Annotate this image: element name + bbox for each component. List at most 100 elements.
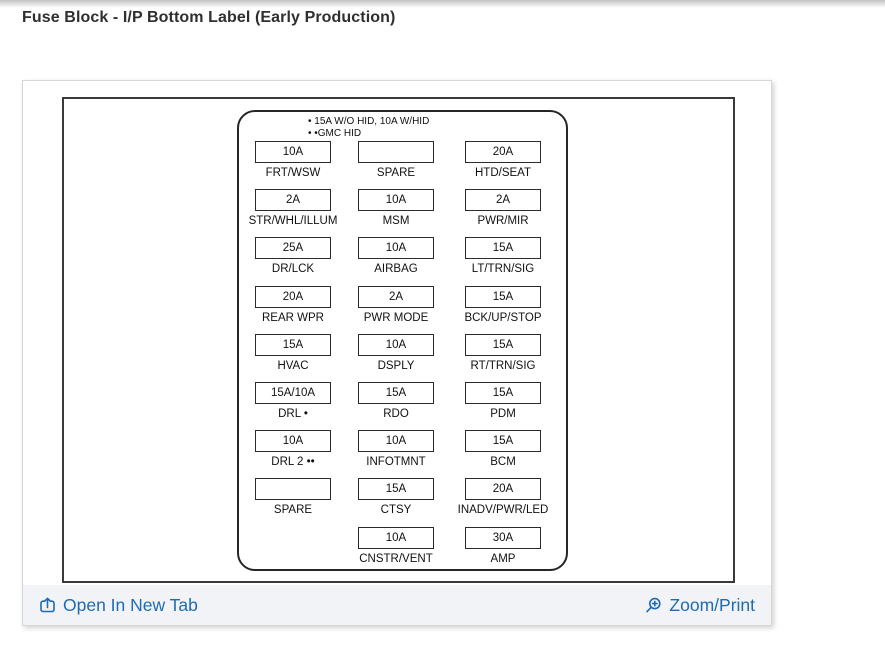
fuse-cell: 15A PDM <box>465 381 541 420</box>
fuse-box: 2A <box>465 189 541 212</box>
fuse-label: DRL 2 •• <box>271 456 315 469</box>
fuse-label: BCK/UP/STOP <box>464 311 542 324</box>
fuse-row: 10A CNSTR/VENT 30A AMP <box>239 526 566 575</box>
note-line-1: • 15A W/O HID, 10A W/HID <box>308 116 430 127</box>
fuse-cell: 15A/10A DRL • <box>255 381 331 420</box>
fuse-label: INFOTMNT <box>366 456 426 469</box>
fuse-label: CNSTR/VENT <box>359 552 433 565</box>
fuse-label: LT/TRN/SIG <box>471 263 535 276</box>
fuse-label: SPARE <box>273 504 313 517</box>
fuse-label: BCM <box>490 456 516 469</box>
fuse-block-outline: • 15A W/O HID, 10A W/HID • •GMC HID 10A F… <box>237 110 568 571</box>
fuse-label: INADV/PWR/LED <box>457 504 549 517</box>
fuse-cell: 10A DSPLY <box>358 333 434 372</box>
fuse-box: 10A <box>358 430 434 453</box>
viewer-toolbar: Open In New Tab Zoom/Print <box>23 585 771 625</box>
fuse-cell: 10A CNSTR/VENT <box>358 526 434 565</box>
fuse-box: 15A <box>465 430 541 453</box>
fuse-box: 20A <box>255 285 331 308</box>
fuse-label: REAR WPR <box>262 311 324 324</box>
fuse-cell: 15A BCM <box>465 430 541 468</box>
fuse-label: STR/WHL/ILLUM <box>248 215 338 228</box>
fuse-row: 10A FRT/WSW SPARE 20A HTD/SEAT <box>239 141 566 189</box>
fuse-cell: 2A PWR/MIR <box>465 189 541 227</box>
fuse-row: 15A HVAC 10A DSPLY 15A RT/TRN/SIG <box>239 333 566 382</box>
fuse-cell: 15A HVAC <box>255 333 331 372</box>
fuse-label: PWR/MIR <box>477 215 529 228</box>
fuse-box: 10A <box>358 526 434 549</box>
fuse-cell: 20A INADV/PWR/LED <box>458 478 548 516</box>
fuse-box: 25A <box>255 237 331 260</box>
page-title: Fuse Block - I/P Bottom Label (Early Pro… <box>22 9 396 26</box>
fuse-cell: 10A DRL 2 •• <box>255 430 331 468</box>
fuse-label: RT/TRN/SIG <box>470 359 536 372</box>
open-in-new-tab-link[interactable]: Open In New Tab <box>39 595 198 616</box>
fuse-box: 10A <box>255 430 331 453</box>
fuse-label: FRT/WSW <box>265 167 321 179</box>
fuse-cell: 15A BCK/UP/STOP <box>464 285 542 324</box>
fuse-label: DR/LCK <box>271 263 315 276</box>
fuse-row: 2A STR/WHL/ILLUM 10A MSM 2A PWR/MIR <box>239 189 566 237</box>
fuse-box: 2A <box>255 189 331 212</box>
fuse-box: 15A <box>465 381 541 404</box>
open-in-new-tab-icon <box>40 597 55 612</box>
fuse-label: AMP <box>490 552 516 565</box>
fuse-cell: SPARE <box>358 141 434 179</box>
fuse-cell: 25A DR/LCK <box>255 237 331 275</box>
fuse-label: CTSY <box>380 504 412 517</box>
fuse-box: 10A <box>255 141 331 163</box>
note-line-2: • •GMC HID <box>308 127 362 139</box>
fuse-cell: 2A PWR MODE <box>358 285 434 324</box>
fuse-label: MSM <box>382 215 410 228</box>
fuse-label: HTD/SEAT <box>474 167 531 179</box>
fuse-cell: SPARE <box>255 478 331 516</box>
fuse-label: DRL • <box>278 407 308 420</box>
fuse-label: PDM <box>490 407 516 420</box>
fuse-row: SPARE 15A CTSY 20A INADV/PWR/LED <box>239 478 566 526</box>
fuse-label: SPARE <box>376 167 416 179</box>
fuse-cell: 20A REAR WPR <box>255 285 331 324</box>
fuse-box: 15A <box>465 285 541 308</box>
zoom-print-link[interactable]: Zoom/Print <box>645 595 755 616</box>
fuse-box <box>358 141 434 163</box>
diagram-notes: • 15A W/O HID, 10A W/HID • •GMC HID <box>308 116 429 139</box>
fuse-cell: 10A INFOTMNT <box>358 430 434 468</box>
open-in-new-tab-label: Open In New Tab <box>63 594 198 615</box>
fuse-box: 30A <box>465 526 541 549</box>
fuse-box: 20A <box>465 141 541 163</box>
zoom-in-icon <box>646 597 662 612</box>
fuse-cell: 15A RT/TRN/SIG <box>465 333 541 372</box>
fuse-box: 10A <box>358 333 434 356</box>
fuse-cell: 30A AMP <box>465 526 541 565</box>
fuse-cell: 10A AIRBAG <box>358 237 434 275</box>
fuse-label: PWR MODE <box>363 311 429 324</box>
fuse-box: 10A <box>358 237 434 260</box>
zoom-print-label: Zoom/Print <box>669 594 755 615</box>
fuse-cell: 10A FRT/WSW <box>255 141 331 179</box>
fuse-label: AIRBAG <box>374 263 418 276</box>
fuse-box: 15A <box>255 333 331 356</box>
fuse-box: 2A <box>358 285 434 308</box>
fuse-label: DSPLY <box>377 359 415 372</box>
fuse-box: 10A <box>358 189 434 212</box>
fuse-cell: 2A STR/WHL/ILLUM <box>249 189 337 227</box>
fuse-cell: 20A HTD/SEAT <box>465 141 541 179</box>
diagram-area: • 15A W/O HID, 10A W/HID • •GMC HID 10A F… <box>23 81 771 585</box>
fuse-row: 10A DRL 2 •• 10A INFOTMNT 15A BCM <box>239 430 566 478</box>
fuse-box: 15A <box>465 333 541 356</box>
fuse-label: HVAC <box>277 359 309 372</box>
fuse-box: 20A <box>465 478 541 501</box>
fuse-box: 15A/10A <box>255 381 331 404</box>
fuse-box: 15A <box>358 478 434 501</box>
fuse-box: 15A <box>358 381 434 404</box>
fuse-row: 20A REAR WPR 2A PWR MODE 15A BCK/UP/STOP <box>239 285 566 334</box>
fuse-cell: 15A CTSY <box>358 478 434 516</box>
top-shadow <box>0 0 885 8</box>
fuse-cell: 10A MSM <box>358 189 434 227</box>
fuse-box <box>255 478 331 501</box>
